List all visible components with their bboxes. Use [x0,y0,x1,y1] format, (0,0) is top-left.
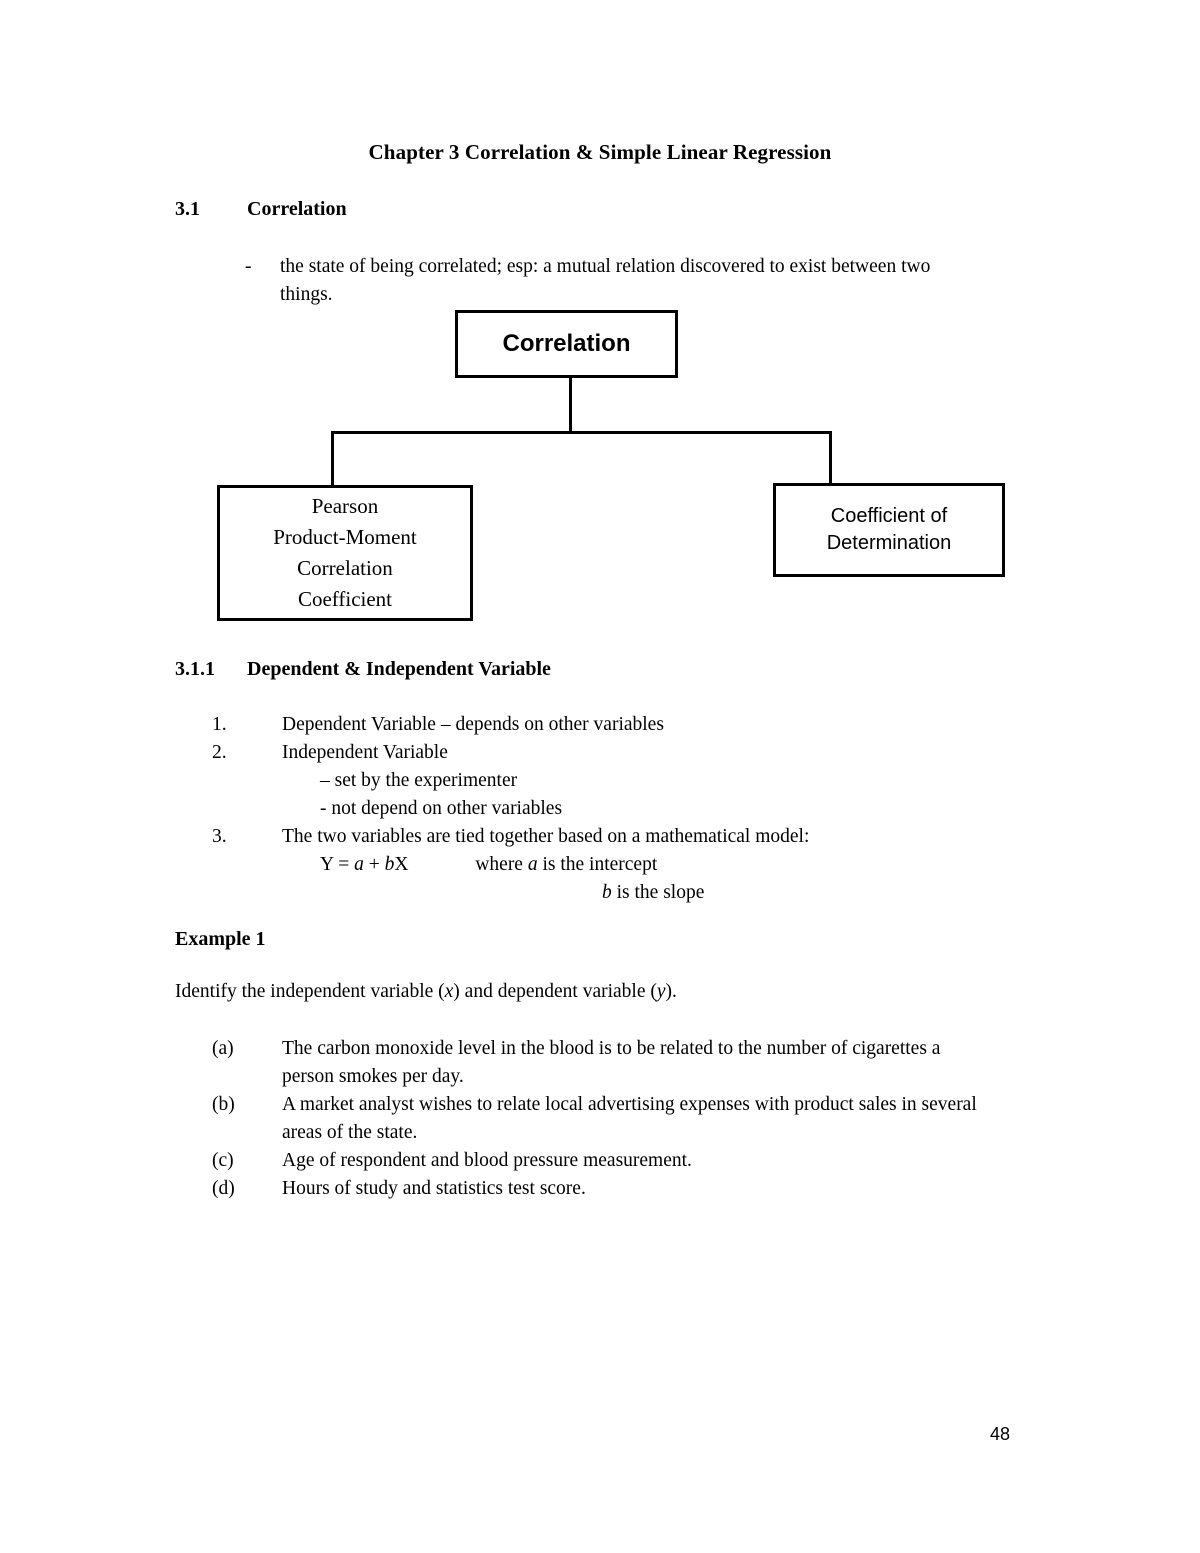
list-item-text: The carbon monoxide level in the blood i… [282,1038,941,1087]
list-item-text: Independent Variable [282,742,448,763]
diagram-node-coefficient-of-determination: Coefficient of Determination [773,483,1005,577]
list-item: (d) Hours of study and statistics test s… [212,1175,977,1203]
page-number: 48 [990,1424,1011,1444]
list-sub-item-2: - not depend on other variables [320,798,563,819]
list-item-text: Dependent Variable – depends on other va… [282,714,664,735]
list-item-text: The two variables are tied together base… [282,826,810,847]
variable-definition-list: 1. Dependent Variable – depends on other… [212,711,977,907]
list-sub-item-1: – set by the experimenter [320,770,518,791]
example-1-prompt-part-1: Identify the independent variable ( [175,981,445,1002]
diagram-node-right-line-2: Determination [826,532,952,554]
formula-variable-a: a [354,854,364,875]
connector-left-vertical [331,431,334,487]
list-item: 2. Independent Variable – set by the exp… [212,739,977,823]
section-number-3-1: 3.1 [175,198,200,220]
section-title-3-1-1: Dependent & Independent Variable [247,658,551,680]
list-item: (c) Age of respondent and blood pressure… [212,1147,977,1175]
formula-intercept-text: is the intercept [537,854,658,875]
list-item-marker: (b) [212,1094,235,1115]
example-1-prompt-part-3: ). [665,981,677,1002]
example-1-prompt: Identify the independent variable (x) an… [175,978,975,1006]
list-item: (b) A market analyst wishes to relate lo… [212,1091,977,1147]
diagram-node-correlation-label: Correlation [502,330,631,357]
diagram-node-left-line-2: Product-Moment [273,525,417,549]
diagram-node-right-line-1: Coefficient of [830,505,948,527]
section-number-3-1-1: 3.1.1 [175,658,215,680]
list-item: 3. The two variables are tied together b… [212,823,977,907]
connector-horizontal [331,431,832,434]
formula-slope-text: is the slope [611,882,705,903]
list-item-text: A market analyst wishes to relate local … [282,1094,977,1143]
example-1-list: (a) The carbon monoxide level in the blo… [212,1035,977,1203]
list-item-marker: 2. [212,742,227,763]
page-title: Chapter 3 Correlation & Simple Linear Re… [368,140,832,164]
list-item-text: Age of respondent and blood pressure mea… [282,1150,692,1171]
section-title-3-1: Correlation [247,198,347,220]
diagram-node-left-line-3: Correlation [297,556,393,580]
formula-where-prefix: where [475,854,528,875]
diagram-node-left-line-1: Pearson [311,494,379,518]
diagram-node-left-line-4: Coefficient [297,587,393,611]
formula-slope-variable: b [602,882,612,903]
bullet-dash-icon: - [245,256,252,277]
list-item-marker: (c) [212,1150,234,1171]
list-item-text: Hours of study and statistics test score… [282,1178,586,1199]
list-item-marker: 3. [212,826,227,847]
formula-plus: + [363,854,385,875]
correlation-definition: - the state of being correlated; esp: a … [245,253,975,309]
example-1-heading: Example 1 [175,928,266,950]
formula-slope-note: b is the slope [602,879,977,907]
example-1-variable-y: y [656,981,666,1002]
example-1-variable-x: x [444,981,454,1002]
connector-right-vertical [829,431,832,485]
list-item: 1. Dependent Variable – depends on other… [212,711,977,739]
list-item: (a) The carbon monoxide level in the blo… [212,1035,977,1091]
regression-formula: Y = a + bX where a is the intercept b is… [320,851,977,907]
formula-intercept-variable: a [527,854,538,875]
list-item-marker: (d) [212,1178,235,1199]
correlation-definition-text: the state of being correlated; esp: a mu… [280,256,931,305]
list-item-marker: (a) [212,1038,234,1059]
formula-variable-x: X [394,854,409,875]
formula-intercept-note: where a is the intercept [475,851,657,879]
formula-variable-b: b [384,854,395,875]
connector-root-vertical [569,378,572,434]
diagram-node-correlation: Correlation [455,310,678,378]
list-item-marker: 1. [212,714,227,735]
diagram-node-pearson-coefficient: Pearson Product-Moment Correlation Coeff… [217,485,473,621]
example-1-prompt-part-2: ) and dependent variable ( [453,981,657,1002]
formula-equation-y: Y = [320,854,355,875]
